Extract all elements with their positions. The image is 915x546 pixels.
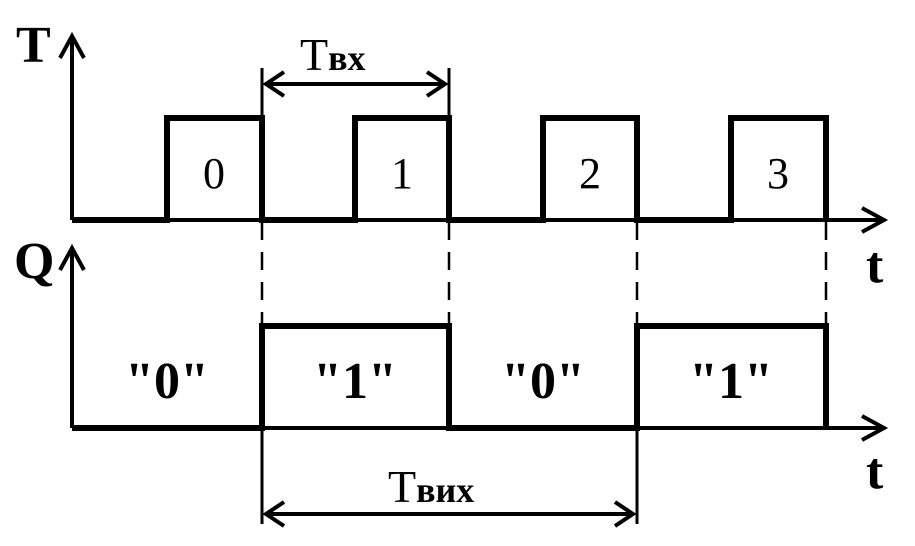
- bottom-y-arrow: [58, 243, 86, 271]
- top-y-arrow: [58, 31, 86, 59]
- pulse-label: 3: [767, 149, 789, 198]
- top-y-label: T: [16, 17, 51, 74]
- pulse-labels: 0 1 2 3: [203, 149, 789, 198]
- bottom-x-arrow: [861, 414, 889, 442]
- input-signal: [72, 115, 829, 223]
- top-axes: [58, 31, 889, 234]
- input-period-arrow: [262, 70, 449, 98]
- bottom-axes: [58, 243, 889, 442]
- output-period-arrow: [262, 500, 637, 528]
- state-labels: "0" "1" "0" "1": [125, 353, 773, 410]
- pulse-label: 0: [203, 149, 225, 198]
- pulse-label: 2: [579, 149, 601, 198]
- dashed-guides: [260, 222, 828, 326]
- bottom-y-label: Q: [14, 233, 54, 290]
- top-x-label: t: [866, 237, 884, 294]
- output-signal: [72, 323, 829, 431]
- top-x-arrow: [861, 206, 889, 234]
- state-label: "1": [689, 353, 773, 410]
- pulse-label: 1: [391, 149, 413, 198]
- state-label: "0": [125, 353, 209, 410]
- input-period-label: Tвх: [300, 29, 366, 80]
- state-label: "1": [313, 353, 397, 410]
- output-period-label: Tвих: [388, 461, 474, 512]
- bottom-x-label: t: [866, 443, 884, 500]
- state-label: "0": [501, 353, 585, 410]
